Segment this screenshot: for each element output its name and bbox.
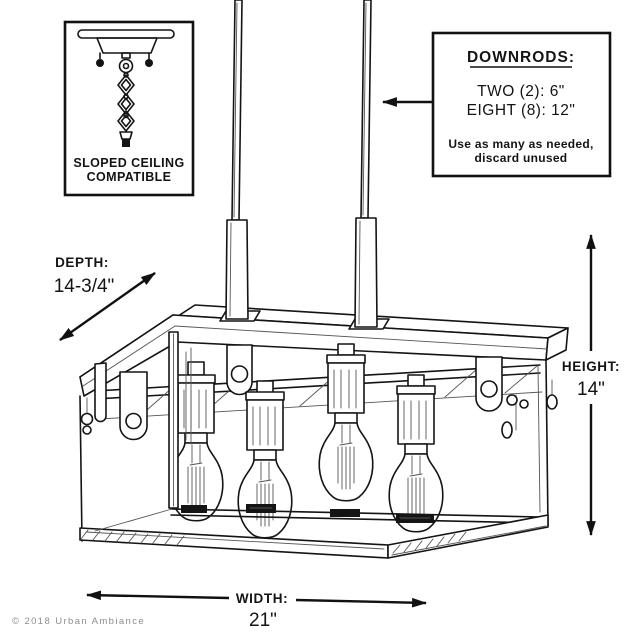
width-label: WIDTH: bbox=[236, 591, 288, 606]
downrods-qty-line1: TWO (2): 6" bbox=[477, 83, 565, 100]
edison-bulb-2 bbox=[237, 380, 293, 539]
edison-bulb-3 bbox=[318, 343, 374, 502]
hanger-yokes bbox=[80, 344, 558, 441]
depth-dimension: DEPTH: 14-3/4" bbox=[54, 255, 156, 341]
downrods-qty-line2: EIGHT (8): 12" bbox=[467, 102, 576, 119]
height-dimension: HEIGHT: 14" bbox=[562, 233, 620, 537]
width-arrow-left-icon bbox=[85, 590, 230, 601]
sloped-ceiling-mount-icon bbox=[77, 29, 175, 147]
sloped-ceiling-text-line2: COMPATIBLE bbox=[87, 170, 172, 184]
copyright-text: © 2018 Urban Ambiance bbox=[12, 616, 145, 627]
depth-value: 14-3/4" bbox=[54, 276, 115, 297]
downrod-right bbox=[348, 0, 390, 330]
inset-border bbox=[63, 20, 195, 197]
pendant-fixture-illustration bbox=[79, 0, 569, 559]
rim-hatching bbox=[80, 529, 467, 554]
sloped-ceiling-inset: SLOPED CEILING COMPATIBLE bbox=[63, 20, 195, 197]
height-value: 14" bbox=[577, 379, 605, 400]
depth-arrow-icon bbox=[59, 272, 156, 341]
downrods-note-line2: discard unused bbox=[475, 151, 568, 165]
depth-label: DEPTH: bbox=[55, 255, 109, 270]
interior-lattice bbox=[94, 339, 543, 509]
edison-bulb-4 bbox=[388, 374, 444, 533]
downrod-left bbox=[219, 0, 261, 322]
corner-post-left bbox=[168, 331, 192, 509]
height-label: HEIGHT: bbox=[562, 359, 620, 374]
cage-sides bbox=[79, 359, 549, 542]
downrods-callout: DOWNRODS: TWO (2): 6" EIGHT (8): 12" Use… bbox=[381, 31, 612, 178]
downrods-border bbox=[431, 31, 612, 178]
sloped-ceiling-text-line1: SLOPED CEILING bbox=[73, 156, 184, 170]
edison-bulb-1 bbox=[168, 361, 224, 522]
mid-rail bbox=[170, 504, 541, 524]
width-arrow-right-icon bbox=[295, 597, 428, 608]
width-value: 21" bbox=[249, 610, 277, 631]
bottom-rim bbox=[79, 508, 549, 559]
downrods-title: DOWNRODS: bbox=[467, 49, 575, 66]
downrods-note-line1: Use as many as needed, bbox=[448, 137, 593, 151]
width-dimension: WIDTH: 21" bbox=[85, 590, 428, 631]
